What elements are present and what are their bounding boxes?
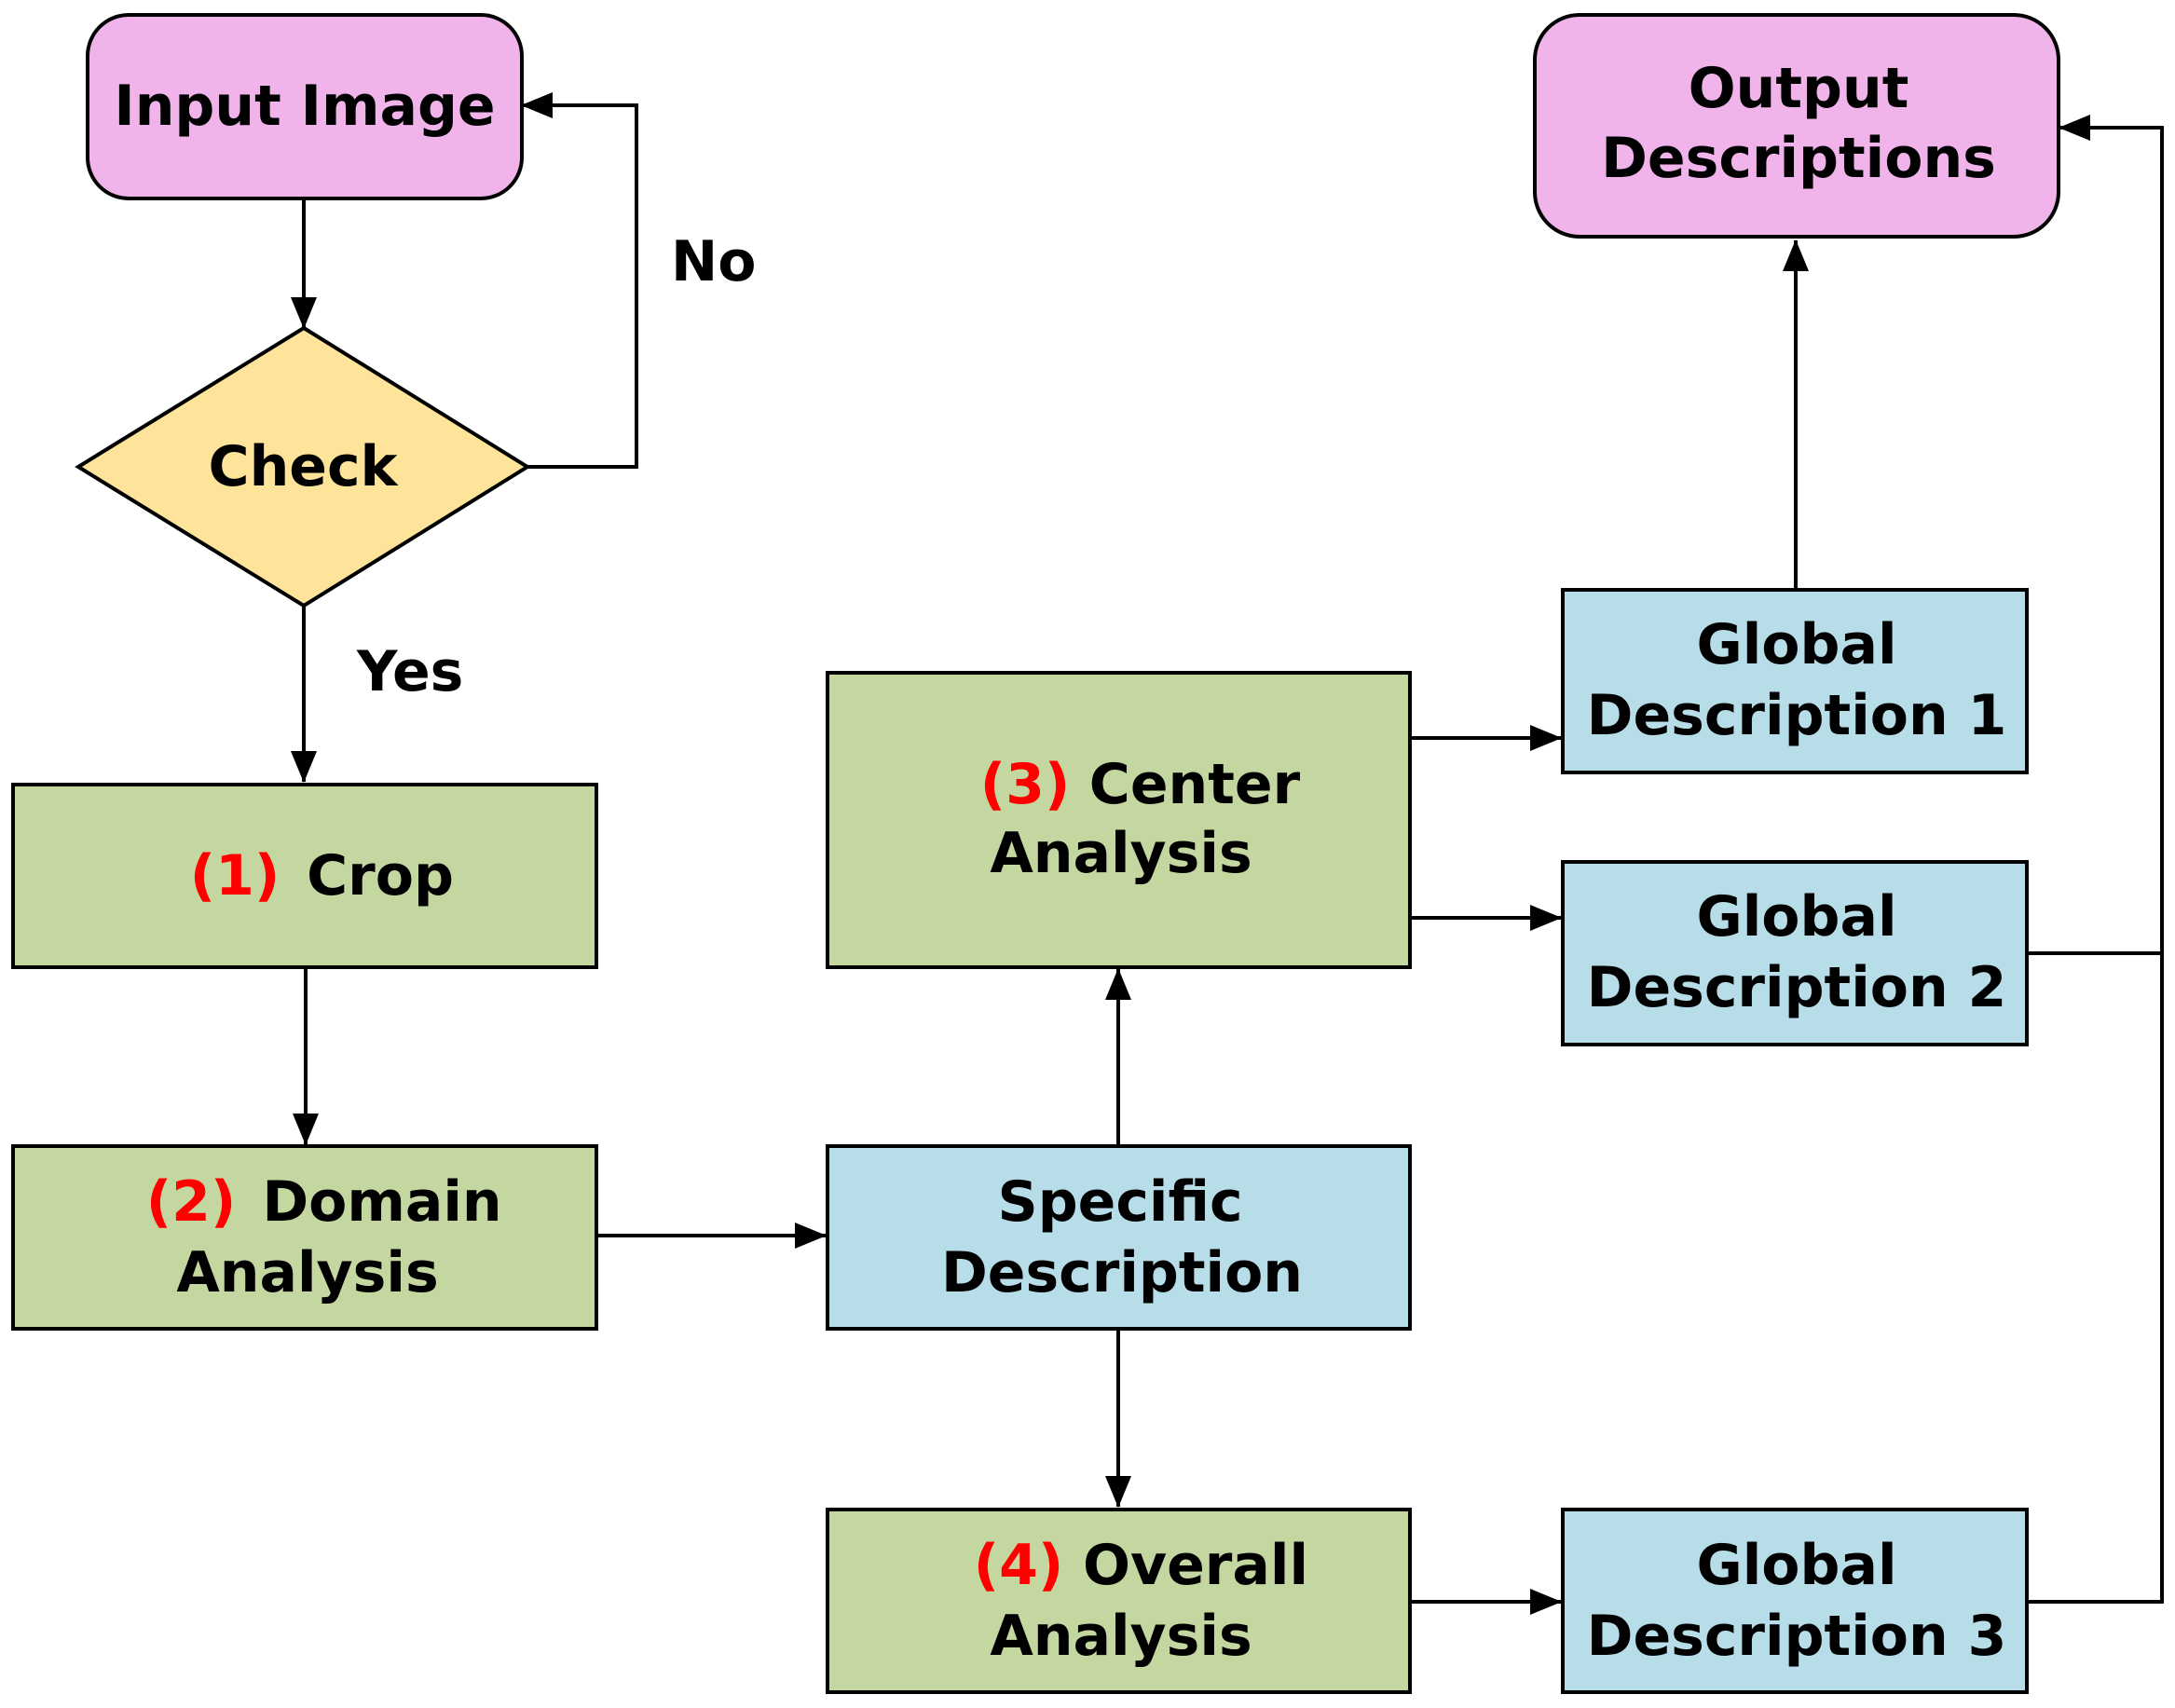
check-label: Check <box>209 434 400 499</box>
connectors <box>291 92 2164 1615</box>
node-input-image: Input Image <box>86 13 524 200</box>
crop-label: Crop <box>307 843 454 909</box>
output-descriptions-shape <box>1533 13 2060 239</box>
global2-label-line2: Description 2 <box>1587 955 2007 1020</box>
overall-number: (4) <box>974 1533 1064 1598</box>
node-output-descriptions: Output Descriptions <box>1533 13 2060 239</box>
input-image-shape <box>86 13 524 200</box>
crop-shape <box>11 783 598 969</box>
domain-label-line1: Domain <box>262 1169 501 1235</box>
global3-label-line1: Global <box>1696 1533 1896 1598</box>
edge-check-no-loop <box>521 92 638 469</box>
overall-label-line2: Analysis <box>990 1604 1252 1669</box>
node-specific-description: Specific Description <box>826 1144 1412 1331</box>
domain-number: (2) <box>146 1169 237 1235</box>
input-image-label: Input Image <box>114 74 495 139</box>
global-description-2-shape <box>1561 860 2029 1046</box>
edge-label-no: No <box>671 229 756 294</box>
edge-global3-to-output <box>2027 115 2164 1604</box>
center-number: (3) <box>980 752 1071 817</box>
global3-label-line2: Description 3 <box>1587 1604 2007 1669</box>
domain-analysis-shape <box>11 1144 598 1331</box>
specific-label-line2: Description <box>941 1240 1303 1305</box>
node-center-analysis: (3) Center Analysis <box>826 671 1412 969</box>
output-label-line1: Output <box>1689 56 1909 121</box>
output-label-line2: Descriptions <box>1601 126 1996 191</box>
node-global-description-3: Global Description 3 <box>1561 1508 2029 1694</box>
specific-label-line1: Specific <box>997 1169 1242 1235</box>
global2-label-line1: Global <box>1696 884 1896 950</box>
global-description-3-shape <box>1561 1508 2029 1694</box>
node-overall-analysis: (4) Overall Analysis <box>826 1508 1412 1694</box>
global1-label-line2: Description 1 <box>1587 683 2007 748</box>
node-domain-analysis: (2) Domain Analysis <box>11 1144 598 1331</box>
overall-analysis-shape <box>826 1508 1412 1694</box>
node-check: Check <box>75 325 531 608</box>
global1-label-line1: Global <box>1696 612 1896 677</box>
check-diamond-shape <box>75 325 531 608</box>
domain-label-line2: Analysis <box>176 1240 438 1305</box>
center-label-line2: Analysis <box>990 821 1252 886</box>
node-global-description-2: Global Description 2 <box>1561 860 2029 1046</box>
crop-number: (1) <box>190 843 280 909</box>
edge-label-yes: Yes <box>356 639 463 704</box>
crop-step-number: (1) <box>190 843 280 909</box>
node-crop: (1) Crop <box>11 783 598 969</box>
global-description-1-shape <box>1561 588 2029 774</box>
node-global-description-1: Global Description 1 <box>1561 588 2029 774</box>
overall-label-line1: Overall <box>1083 1533 1308 1598</box>
center-analysis-shape <box>826 671 1412 969</box>
specific-description-shape <box>826 1144 1412 1331</box>
center-label-line1: Center <box>1089 752 1301 817</box>
